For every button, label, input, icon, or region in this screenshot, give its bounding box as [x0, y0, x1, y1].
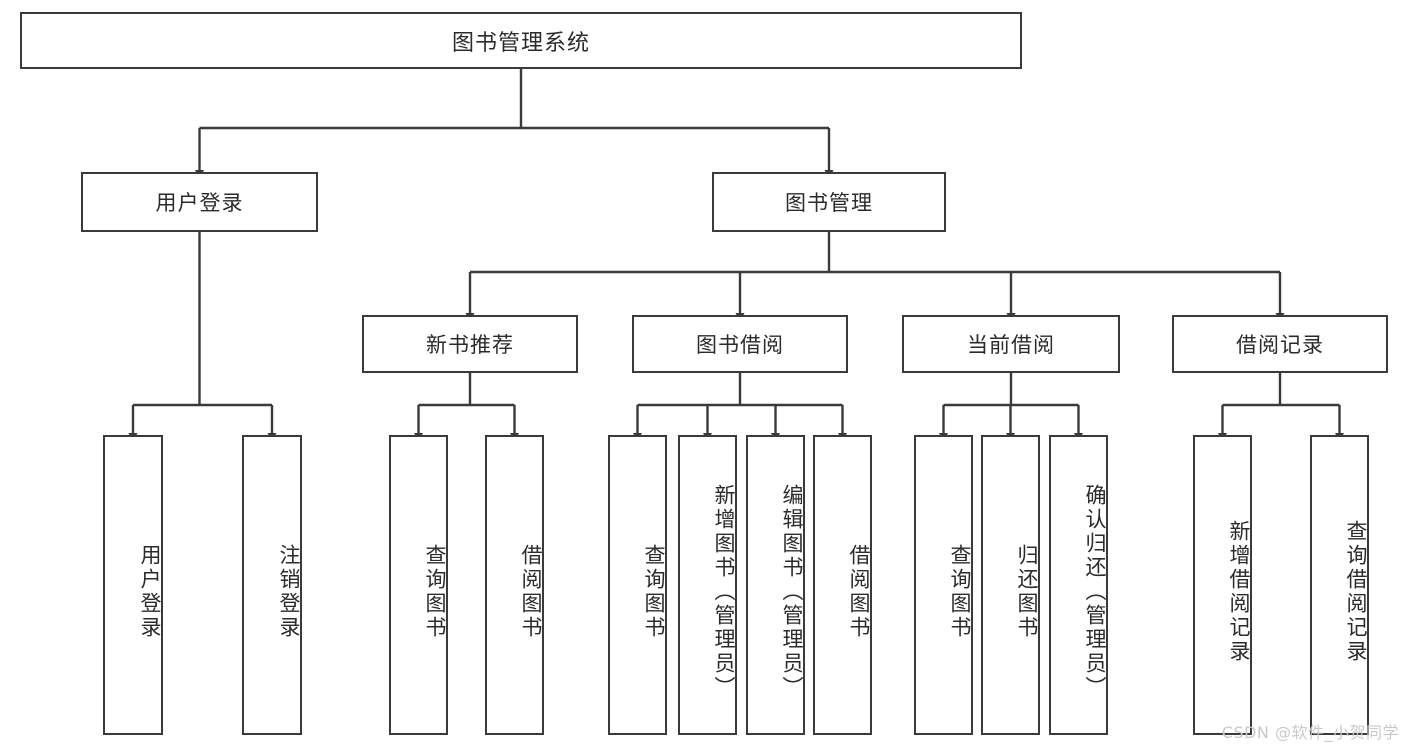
- node-label: 确认归还（管理员）: [1083, 484, 1107, 700]
- node-label: 图书借阅: [696, 333, 784, 357]
- watermark: CSDN @软件_小贺同学: [1221, 723, 1399, 742]
- node-label: 查询图书: [642, 544, 666, 640]
- node-label: 当前借阅: [967, 333, 1055, 357]
- node-label: 用户登录: [138, 544, 162, 640]
- node-newbook: 新书推荐: [362, 315, 578, 373]
- node-l11: 确认归还（管理员）: [1049, 435, 1108, 735]
- node-l4: 借阅图书: [485, 435, 544, 735]
- node-record: 借阅记录: [1172, 315, 1388, 373]
- node-label: 查询图书: [423, 544, 447, 640]
- node-l7: 编辑图书（管理员）: [746, 435, 805, 735]
- node-label: 新增图书（管理员）: [712, 484, 736, 700]
- node-l9: 查询图书: [914, 435, 973, 735]
- node-label: 查询图书: [948, 544, 972, 640]
- node-l12: 新增借阅记录: [1193, 435, 1252, 735]
- node-l8: 借阅图书: [813, 435, 872, 735]
- node-l5: 查询图书: [608, 435, 667, 735]
- node-label: 借阅图书: [847, 544, 871, 640]
- node-label: 归还图书: [1015, 544, 1039, 640]
- node-root: 图书管理系统: [20, 12, 1022, 69]
- node-login: 用户登录: [81, 172, 318, 232]
- node-label: 借阅记录: [1236, 333, 1324, 357]
- node-borrow: 图书借阅: [632, 315, 848, 373]
- node-l6: 新增图书（管理员）: [678, 435, 737, 735]
- node-l2: 注销登录: [242, 435, 302, 735]
- node-label: 编辑图书（管理员）: [780, 484, 804, 700]
- node-l1: 用户登录: [103, 435, 163, 735]
- node-label: 新增借阅记录: [1227, 520, 1251, 664]
- node-bookmgmt: 图书管理: [712, 172, 946, 232]
- node-l10: 归还图书: [981, 435, 1040, 735]
- node-current: 当前借阅: [902, 315, 1120, 373]
- node-l3: 查询图书: [389, 435, 448, 735]
- node-label: 新书推荐: [426, 333, 514, 357]
- node-label: 借阅图书: [519, 544, 543, 640]
- node-label: 用户登录: [155, 191, 244, 215]
- node-l13: 查询借阅记录: [1310, 435, 1369, 735]
- node-label: 注销登录: [277, 544, 301, 640]
- node-label: 图书管理: [785, 191, 873, 215]
- node-label: 图书管理系统: [451, 30, 590, 56]
- node-label: 查询借阅记录: [1344, 520, 1368, 664]
